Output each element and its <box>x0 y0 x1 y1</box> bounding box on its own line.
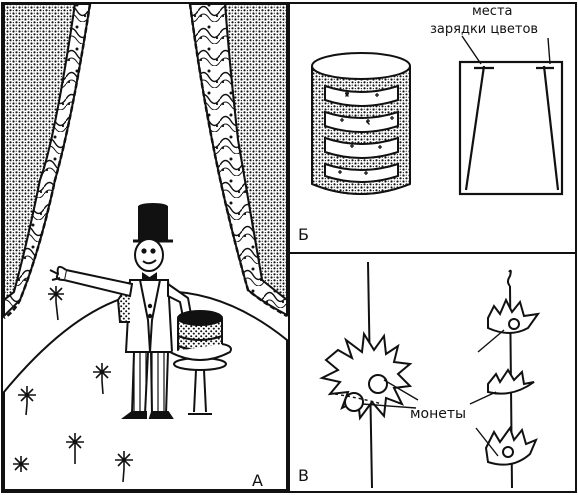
folded-flower-1 <box>487 297 541 334</box>
folded-flower-2 <box>487 368 535 395</box>
panel-a-label: А <box>252 471 263 490</box>
magic-table <box>169 310 232 415</box>
star <box>13 456 29 472</box>
left-curtain <box>3 3 77 303</box>
coin-1 <box>368 374 388 394</box>
panel-a: А <box>1 2 290 493</box>
annotation-coins: монеты <box>410 406 466 422</box>
star <box>48 286 64 321</box>
stage-stars <box>13 286 133 483</box>
folded-flower-3 <box>484 425 538 466</box>
star <box>18 386 36 416</box>
left-slot <box>464 65 486 191</box>
panel-v-label: В <box>298 466 309 485</box>
star <box>115 451 133 483</box>
top-hat <box>138 206 168 241</box>
charging-sheet <box>458 35 564 196</box>
annotation-charging: зарядки цветов <box>430 22 538 37</box>
annotation-places: места <box>472 4 513 19</box>
star <box>66 433 84 464</box>
head <box>134 238 164 272</box>
right-lace-edge <box>188 3 288 318</box>
left-leg <box>130 351 150 415</box>
panel-v-frame <box>288 252 577 493</box>
hook <box>507 269 512 287</box>
coin-2 <box>344 392 364 412</box>
decorated-cylinder <box>311 52 411 195</box>
left-lace-edge <box>3 3 92 320</box>
star <box>93 363 111 395</box>
flower-large <box>319 331 419 421</box>
left-arm <box>62 268 134 298</box>
right-leg <box>149 351 170 415</box>
panel-b: места зарядки цветов Б <box>288 2 577 254</box>
panel-b-label: Б <box>298 225 309 244</box>
panel-v: монеты В <box>288 252 577 493</box>
right-slot <box>542 65 560 191</box>
sheet-rect <box>458 60 564 196</box>
flower-chain <box>469 269 541 489</box>
